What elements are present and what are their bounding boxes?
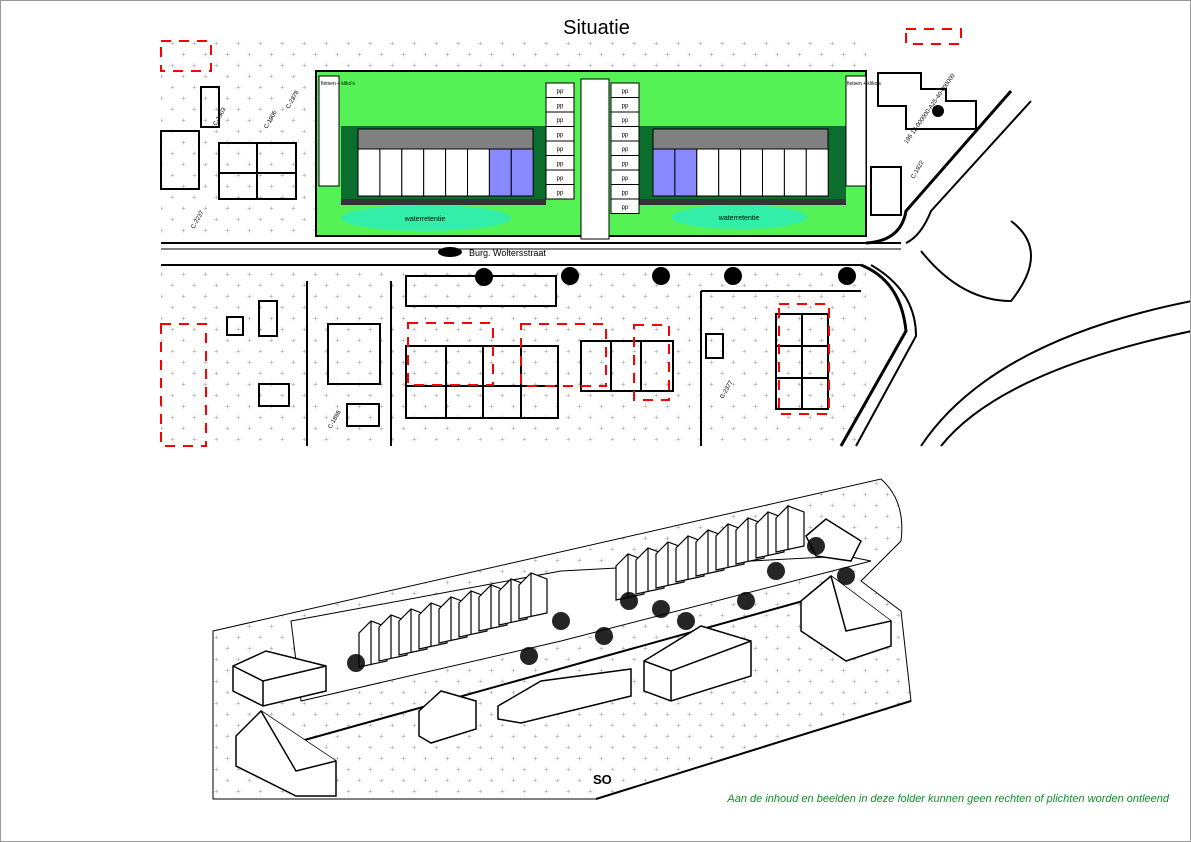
parking-label: pp (557, 104, 564, 110)
parking-label: pp (622, 162, 629, 168)
tree-icon (595, 627, 613, 645)
parking-label: pp (557, 147, 564, 153)
tree-icon (652, 600, 670, 618)
housing-unit (652, 148, 676, 197)
tree-icon (677, 612, 695, 630)
parking-label: pp (557, 162, 564, 168)
housing-unit (783, 148, 807, 197)
disclaimer: Aan de inhoud en beelden in deze folder … (727, 793, 1169, 805)
housing-unit (445, 148, 469, 197)
housing-unit (510, 148, 534, 197)
housing-unit (423, 148, 447, 197)
parking-label: pp (622, 147, 629, 153)
tree-icon (767, 562, 785, 580)
parking-space (545, 184, 575, 200)
tree-icon (807, 537, 825, 555)
orientation-label: SO (593, 772, 612, 787)
housing-unit (696, 148, 720, 197)
survey-label: 195 12-000000-A25-40-000000 (904, 73, 957, 146)
parking-label: pp (622, 133, 629, 139)
housing-unit (718, 148, 742, 197)
water-label-right: waterretentie (718, 215, 760, 222)
house-3d (775, 505, 805, 553)
parking-label: pp (622, 191, 629, 197)
parcel-label: C-1922 (911, 159, 926, 180)
housing-unit (762, 148, 785, 197)
parking-label: pp (557, 118, 564, 124)
tree-icon (620, 592, 638, 610)
parking-label: pp (622, 205, 629, 211)
water-retention-right (671, 205, 807, 229)
housing-unit (488, 148, 512, 197)
parking-label: pp (622, 118, 629, 124)
bike-store-right: fietsen + kliko's (847, 81, 881, 87)
tree-icon (552, 612, 570, 630)
parking-label: pp (622, 104, 629, 110)
parking-label: pp (622, 176, 629, 182)
3d-view (212, 478, 912, 800)
housing-unit (740, 148, 763, 197)
street-name: Burg. Woltersstraat (469, 248, 546, 258)
parking-space (610, 198, 640, 214)
page-title: Situatie (563, 17, 630, 39)
housing-unit (401, 148, 425, 197)
tree-icon (347, 654, 365, 672)
parking-label: pp (557, 133, 564, 139)
housing-unit (357, 148, 381, 197)
tree-icon (520, 647, 538, 665)
access-road (580, 78, 610, 240)
parking-label: pp (622, 89, 629, 95)
parking-label: pp (557, 191, 564, 197)
top-plan: waterretentie waterretentie fietsen + kl… (160, 28, 1190, 447)
parking-label: pp (557, 176, 564, 182)
water-label-left: waterretentie (404, 216, 446, 223)
water-retention-left (341, 205, 511, 231)
tree-icon (737, 592, 755, 610)
housing-unit (379, 148, 403, 197)
bike-store-left: fietsen + kliko's (321, 81, 355, 87)
housing-unit (467, 148, 490, 197)
housing-unit (805, 148, 829, 197)
house-3d (518, 572, 548, 620)
housing-unit (674, 148, 698, 197)
tree-icon (837, 567, 855, 585)
parking-label: pp (557, 89, 564, 95)
